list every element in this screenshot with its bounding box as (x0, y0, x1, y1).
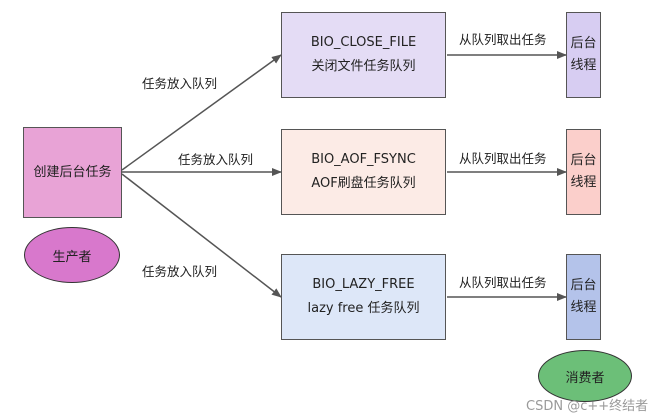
worker-label-line1: 后台 (570, 153, 597, 168)
queue-name: BIO_CLOSE_FILE (310, 35, 417, 50)
consumer-ellipse-label: 消费者 (565, 370, 605, 386)
enqueue-label-3: 任务放入队列 (142, 264, 218, 279)
worker-thread-box-2: 后台 线程 (566, 129, 601, 215)
queue-desc: 关闭文件任务队列 (311, 59, 416, 74)
dequeue-label-2: 从队列取出任务 (459, 151, 547, 166)
worker-thread-box-3: 后台 线程 (566, 254, 601, 340)
queue-box-aof-fsync: BIO_AOF_FSYNC AOF刷盘任务队列 (281, 129, 446, 215)
dequeue-label-1: 从队列取出任务 (459, 32, 547, 47)
enqueue-label-2: 任务放入队列 (178, 152, 254, 167)
watermark: CSDN @c++终结者 (526, 399, 649, 414)
worker-label-line2: 线程 (570, 58, 597, 73)
producer-ellipse: 生产者 (24, 227, 120, 283)
consumer-ellipse: 消费者 (538, 350, 632, 402)
worker-label-line2: 线程 (570, 300, 597, 315)
worker-label-line2: 线程 (570, 175, 597, 190)
queue-desc: AOF刷盘任务队列 (311, 176, 416, 191)
enqueue-label-1: 任务放入队列 (142, 76, 218, 91)
queue-box-close-file: BIO_CLOSE_FILE 关闭文件任务队列 (281, 12, 446, 98)
dequeue-label-3: 从队列取出任务 (459, 275, 547, 290)
queue-box-lazy-free: BIO_LAZY_FREE lazy free 任务队列 (281, 254, 446, 340)
queue-name: BIO_LAZY_FREE (312, 277, 415, 292)
arrow-to-close-file (121, 54, 282, 171)
queue-desc: lazy free 任务队列 (307, 301, 420, 316)
producer-ellipse-label: 生产者 (52, 249, 92, 265)
worker-label-line1: 后台 (570, 278, 597, 293)
arrow-to-lazy-free (121, 173, 282, 298)
worker-label-line1: 后台 (570, 36, 597, 51)
queue-name: BIO_AOF_FSYNC (311, 152, 416, 167)
worker-thread-box-1: 后台 线程 (566, 12, 601, 98)
producer-task-box: 创建后台任务 (23, 127, 122, 218)
producer-task-label: 创建后台任务 (33, 164, 112, 180)
